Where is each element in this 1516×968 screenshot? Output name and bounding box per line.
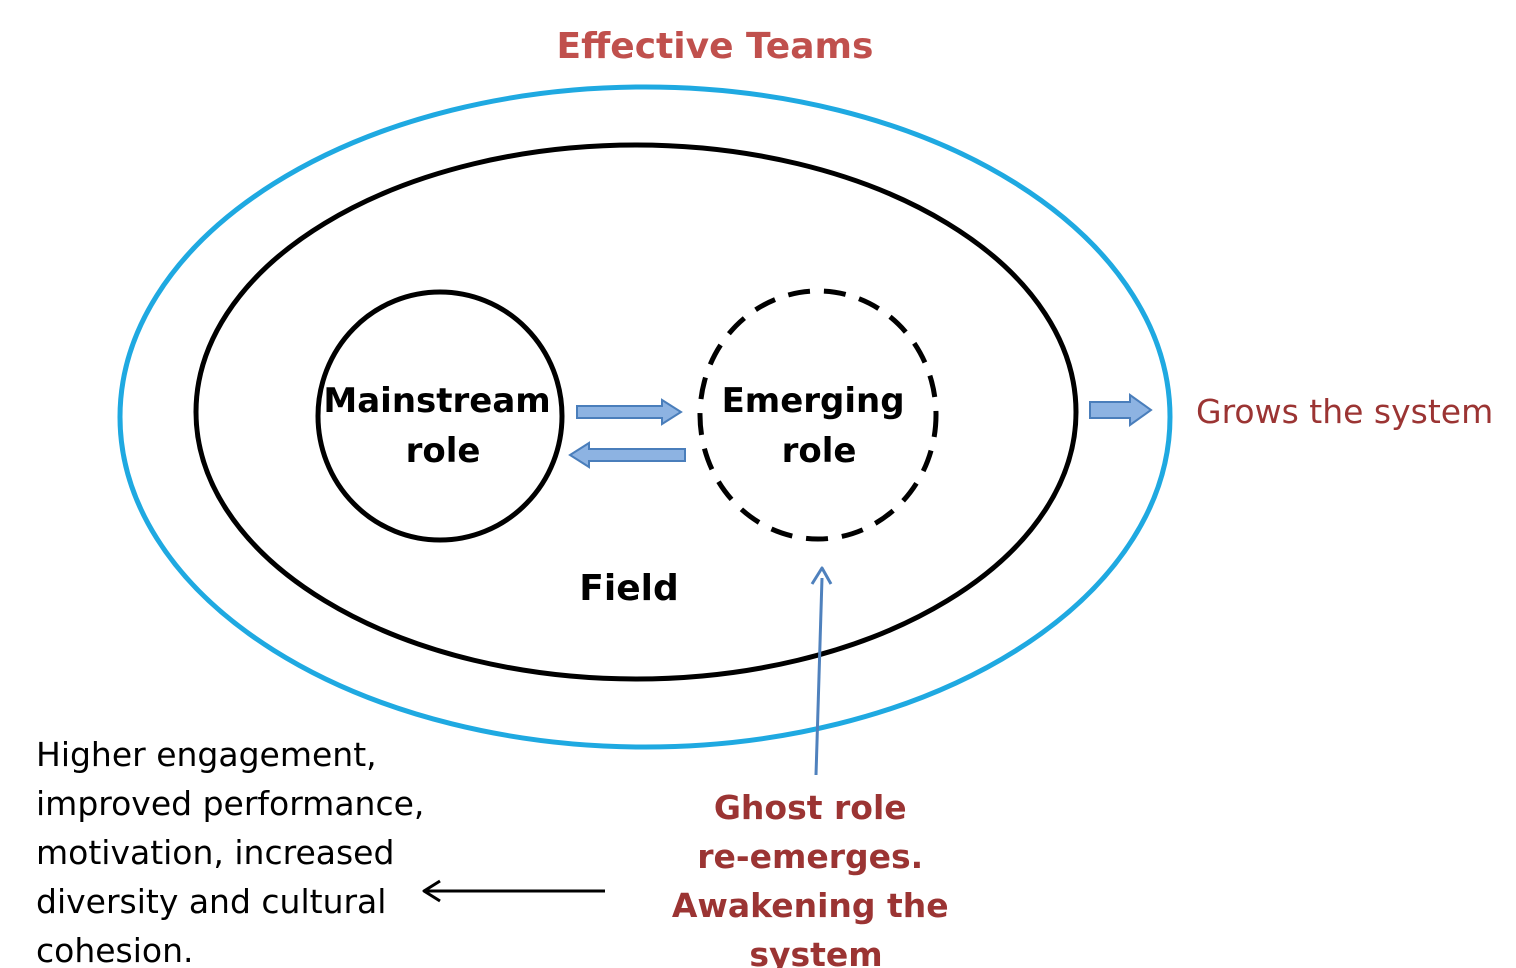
emerging-role-circle [697, 288, 939, 542]
ghost-role-line-2: re-emerges. [697, 837, 923, 876]
field-ellipse [193, 142, 1079, 682]
field-label: Field [579, 568, 678, 609]
outcomes-line-5: cohesion. [36, 931, 194, 968]
outcome-arrow-head [422, 879, 441, 903]
mainstream-role-line-2: role [406, 431, 481, 471]
diagram-title: Effective Teams [557, 26, 874, 67]
mainstream-role-line-1: Mainstream [323, 381, 550, 421]
outcomes-label: Higher engagement, improved performance,… [36, 735, 435, 968]
grows-the-system-label: Grows the system [1196, 392, 1493, 431]
outcomes-line-3: motivation, increased [36, 833, 394, 872]
grows-arrow [1089, 393, 1153, 427]
ghost-role-line-1: Ghost role [714, 788, 907, 827]
mainstream-role-label: Mainstream role [323, 381, 562, 471]
mainstream-role-circle [315, 289, 565, 543]
outcomes-line-2: improved performance, [36, 784, 424, 823]
ghost-role-line-4: system [749, 935, 882, 968]
ghost-role-label: Ghost role re-emerges. Awakening the sys… [672, 788, 960, 968]
outcomes-line-4: diversity and cultural [36, 882, 386, 921]
emerging-to-mainstream-arrow [568, 441, 686, 469]
ghost-role-line-3: Awakening the [672, 886, 949, 925]
emerging-role-line-1: Emerging [722, 381, 905, 421]
mainstream-to-emerging-arrow [576, 398, 683, 426]
emerging-role-label: Emerging role [722, 381, 917, 471]
ghost-role-arrow-head [810, 566, 833, 585]
effective-teams-ellipse [117, 84, 1173, 750]
ghost-role-arrow-line [814, 577, 824, 776]
emerging-role-line-2: role [782, 431, 857, 471]
outcomes-line-1: Higher engagement, [36, 735, 377, 774]
